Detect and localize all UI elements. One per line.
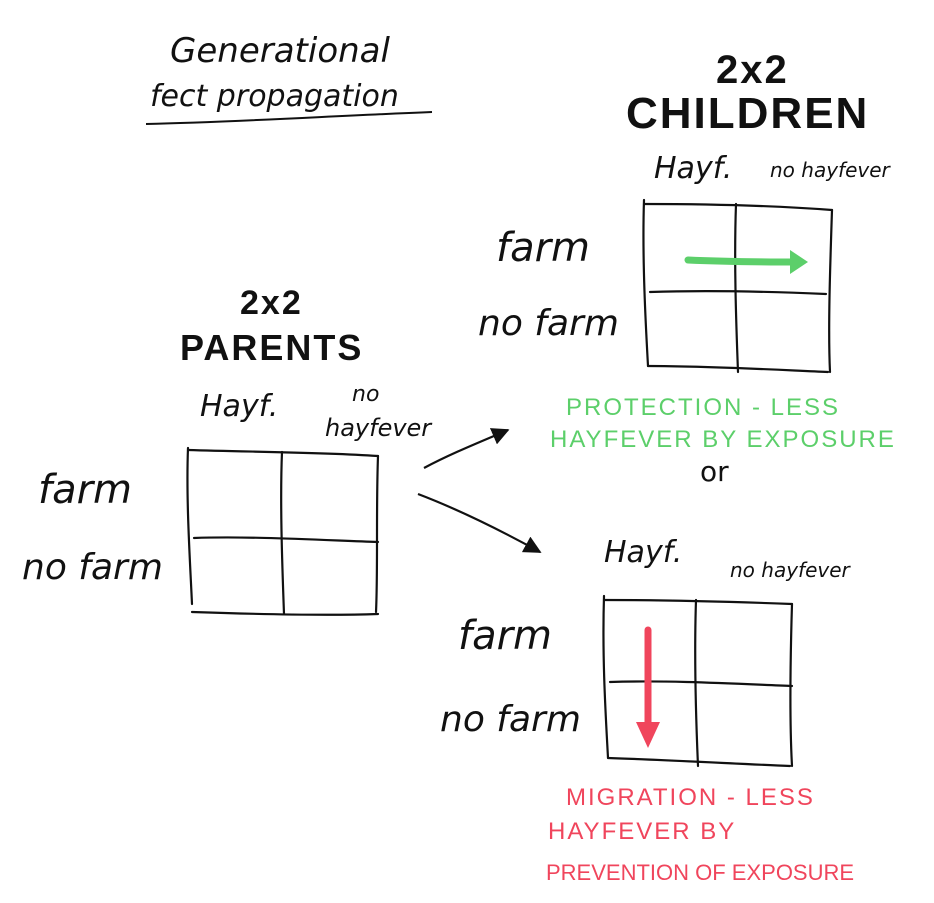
- parents-row-farm: farm: [38, 467, 133, 513]
- children-col-hayfever: Hayf.: [654, 151, 733, 186]
- parents-header-2x2: 2x2: [240, 284, 303, 322]
- children-col-no-hayfever: no hayfever: [770, 158, 890, 182]
- green-protection-arrow: [684, 250, 808, 274]
- migration-grid: [602, 594, 794, 768]
- children-grid: [642, 198, 834, 374]
- migration-col-hayfever: Hayf.: [604, 535, 683, 570]
- migration-row-no-farm: no farm: [440, 699, 581, 740]
- protection-note-line-1: PROTECTION - LESS: [566, 394, 841, 421]
- title-line-2: fect propagation: [150, 79, 399, 114]
- title-underline: [145, 111, 433, 125]
- children-header-2x2: 2x2: [716, 48, 789, 92]
- arrow-to-migration: [417, 492, 542, 553]
- parents-col-no-label: no: [352, 382, 380, 407]
- children-header-title: CHILDREN: [626, 89, 870, 138]
- parents-header-title: PARENTS: [180, 327, 364, 368]
- migration-row-farm: farm: [458, 613, 553, 659]
- children-row-no-farm: no farm: [478, 303, 619, 344]
- children-row-farm: farm: [496, 225, 591, 271]
- parents-row-no-farm: no farm: [22, 547, 163, 588]
- title-line-1: Generational: [170, 31, 390, 71]
- migration-note-line-2: HAYFEVER BY: [548, 818, 737, 845]
- parents-col-hayfever: Hayf.: [200, 389, 279, 424]
- red-migration-arrow: [636, 626, 660, 748]
- connector-or: or: [700, 455, 729, 488]
- protection-note-line-2: HAYFEVER BY EXPOSURE: [550, 426, 896, 453]
- migration-note-line-1: MIGRATION - LESS: [566, 784, 815, 811]
- parents-grid: [186, 446, 380, 616]
- arrow-to-children: [423, 428, 510, 469]
- parents-col-no-hayfever: hayfever: [325, 414, 432, 442]
- migration-col-no-hayfever: no hayfever: [730, 558, 850, 582]
- migration-note-line-3: PREVENTION OF EXPOSURE: [546, 860, 855, 885]
